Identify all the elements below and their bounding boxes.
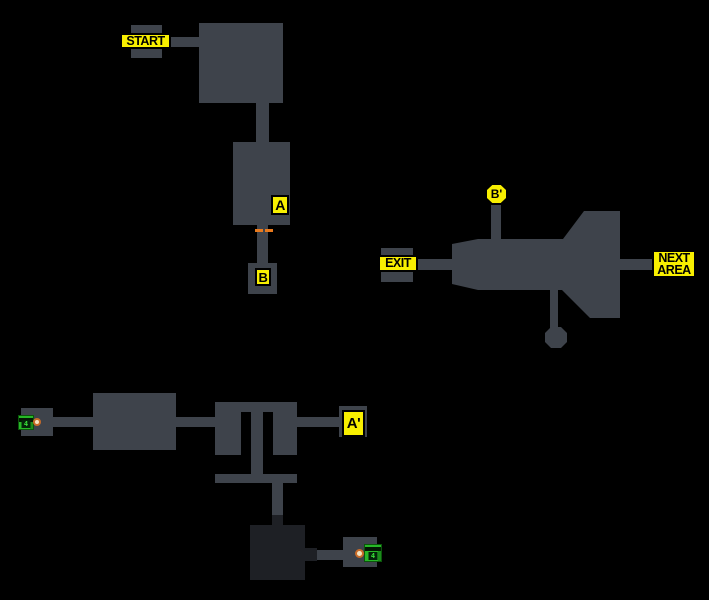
door-marker-dash-left xyxy=(255,229,263,232)
comb-room-bottom-bar xyxy=(215,474,297,483)
ship-hull xyxy=(452,211,620,318)
bottom-right-corridor xyxy=(317,550,344,560)
door-marker-dash-right xyxy=(265,229,273,232)
bottom-mid-corridor xyxy=(176,417,215,427)
comb-room-left-tooth xyxy=(215,402,241,455)
teleport-b-prime-label: B' xyxy=(485,183,508,205)
ship-thruster-stem xyxy=(550,290,558,328)
dark-room xyxy=(250,525,305,580)
ship-room xyxy=(452,211,620,348)
start-corridor xyxy=(161,37,201,47)
orange-dot-marker-icon xyxy=(355,549,364,558)
bottom-left-corridor xyxy=(53,417,93,427)
exit-corridor xyxy=(412,259,454,270)
start-label: START xyxy=(120,33,171,49)
chest-lid-band xyxy=(365,547,381,551)
ammo-chest-icon: 4 xyxy=(18,415,34,430)
bottom-big-room xyxy=(93,393,176,450)
next-area-corridor xyxy=(618,259,654,270)
corridor-to-dark-room xyxy=(272,483,283,515)
ship-thruster-octagon xyxy=(545,327,567,348)
teleport-a-label: A xyxy=(271,195,289,215)
teleport-a-prime-label: A' xyxy=(342,410,365,437)
corridor-top-vertical xyxy=(256,102,269,143)
top-room xyxy=(199,23,283,103)
b-prime-stem-corridor xyxy=(491,203,501,240)
ammo-chest-icon: 4 xyxy=(364,544,382,562)
teleport-b-label: B xyxy=(255,268,271,286)
chest-count-badge: 4 xyxy=(21,420,31,428)
comb-room-middle-tooth xyxy=(251,402,263,483)
corridor-a-to-b xyxy=(257,225,268,264)
chest-shade xyxy=(30,422,33,429)
next-area-label: NEXT AREA xyxy=(652,250,696,278)
exit-label: EXIT xyxy=(378,255,418,272)
chest-count-badge: 4 xyxy=(368,552,378,560)
a-prime-corridor xyxy=(297,417,340,427)
orange-dot-marker-icon xyxy=(33,418,41,426)
chest-shade xyxy=(378,551,381,561)
dark-room-stub xyxy=(305,548,317,561)
comb-room-right-tooth xyxy=(273,402,297,455)
dark-room-chimney xyxy=(272,515,283,526)
next-area-line1: NEXT xyxy=(658,250,690,265)
next-area-line2: AREA xyxy=(657,263,691,277)
